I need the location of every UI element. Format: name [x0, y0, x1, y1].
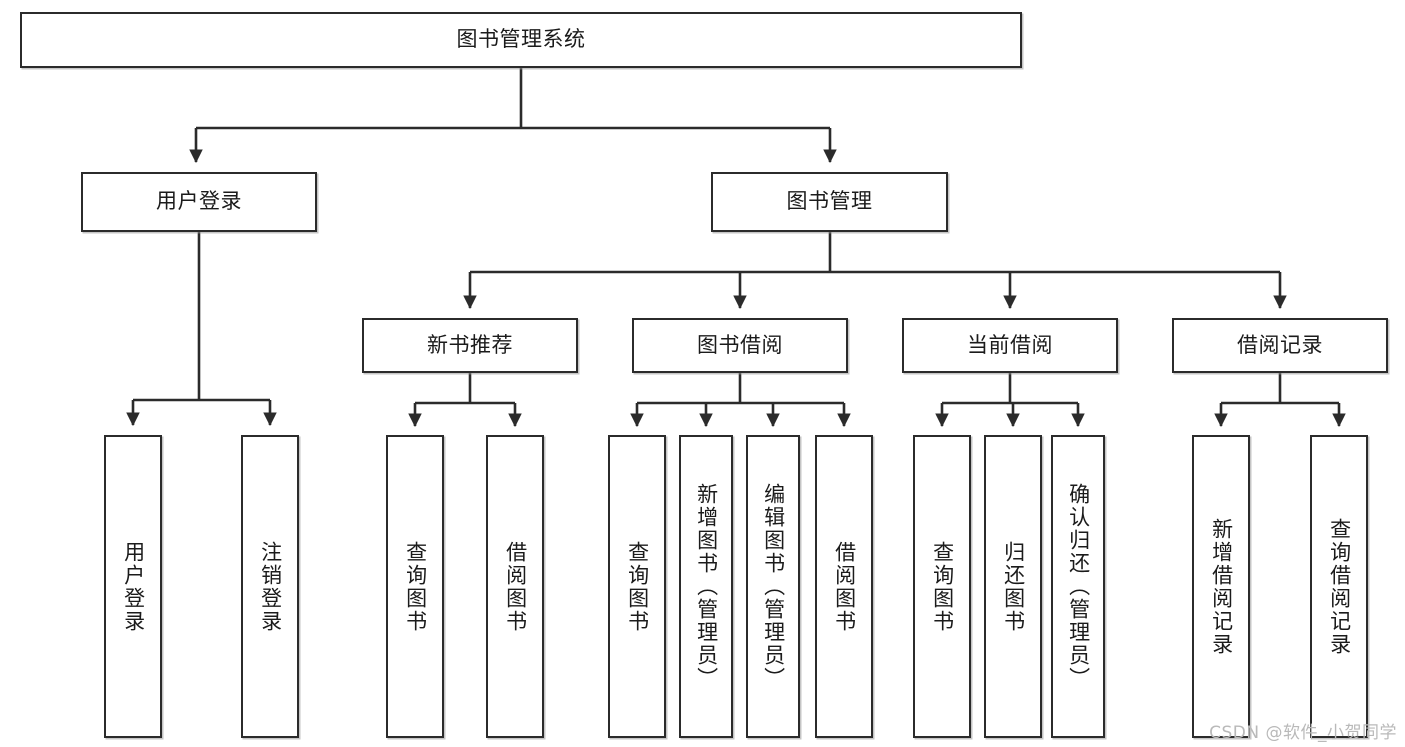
node-new-book-recommend[interactable]: 新书推荐 — [362, 318, 578, 373]
node-leaf-label: 用户登录 — [121, 540, 146, 633]
node-leaf[interactable]: 查询图书 — [386, 435, 444, 738]
node-book-management[interactable]: 图书管理 — [711, 172, 948, 232]
node-leaf-label: 注销登录 — [258, 540, 283, 633]
node-root-system[interactable]: 图书管理系统 — [20, 12, 1022, 68]
node-leaf-label: 归还图书 — [1001, 540, 1026, 633]
node-leaf-label: 确认归还（管理员） — [1066, 483, 1091, 690]
node-leaf-label: 借阅图书 — [832, 540, 857, 633]
node-leaf[interactable]: 新增借阅记录 — [1192, 435, 1250, 738]
node-new-book-recommend-label: 新书推荐 — [427, 332, 513, 357]
node-leaf[interactable]: 编辑图书（管理员） — [746, 435, 800, 738]
node-current-borrow[interactable]: 当前借阅 — [902, 318, 1118, 373]
node-leaf-label: 编辑图书（管理员） — [761, 483, 786, 690]
node-leaf-label: 查询借阅记录 — [1327, 517, 1352, 656]
node-leaf[interactable]: 查询图书 — [913, 435, 971, 738]
node-leaf[interactable]: 查询图书 — [608, 435, 666, 738]
node-borrow-records[interactable]: 借阅记录 — [1172, 318, 1388, 373]
node-leaf-label: 借阅图书 — [503, 540, 528, 633]
node-leaf-label: 查询图书 — [930, 540, 955, 633]
node-leaf[interactable]: 确认归还（管理员） — [1051, 435, 1105, 738]
node-leaf[interactable]: 借阅图书 — [486, 435, 544, 738]
node-borrow-records-label: 借阅记录 — [1237, 332, 1323, 357]
node-leaf[interactable]: 查询借阅记录 — [1310, 435, 1368, 738]
node-leaf[interactable]: 注销登录 — [241, 435, 299, 738]
node-leaf[interactable]: 归还图书 — [984, 435, 1042, 738]
node-root-label: 图书管理系统 — [456, 27, 586, 52]
node-user-login[interactable]: 用户登录 — [81, 172, 317, 232]
node-leaf-label: 查询图书 — [625, 540, 650, 633]
node-leaf[interactable]: 借阅图书 — [815, 435, 873, 738]
node-leaf-label: 查询图书 — [403, 540, 428, 633]
node-current-borrow-label: 当前借阅 — [967, 332, 1053, 357]
node-leaf[interactable]: 新增图书（管理员） — [679, 435, 733, 738]
node-leaf[interactable]: 用户登录 — [104, 435, 162, 738]
node-leaf-label: 新增借阅记录 — [1209, 517, 1234, 656]
node-leaf-label: 新增图书（管理员） — [694, 483, 719, 690]
node-book-borrow[interactable]: 图书借阅 — [632, 318, 848, 373]
node-user-login-label: 用户登录 — [156, 189, 242, 214]
node-book-borrow-label: 图书借阅 — [697, 332, 783, 357]
node-book-management-label: 图书管理 — [786, 189, 873, 214]
watermark: CSDN @软件_小贺同学 — [1209, 723, 1397, 743]
